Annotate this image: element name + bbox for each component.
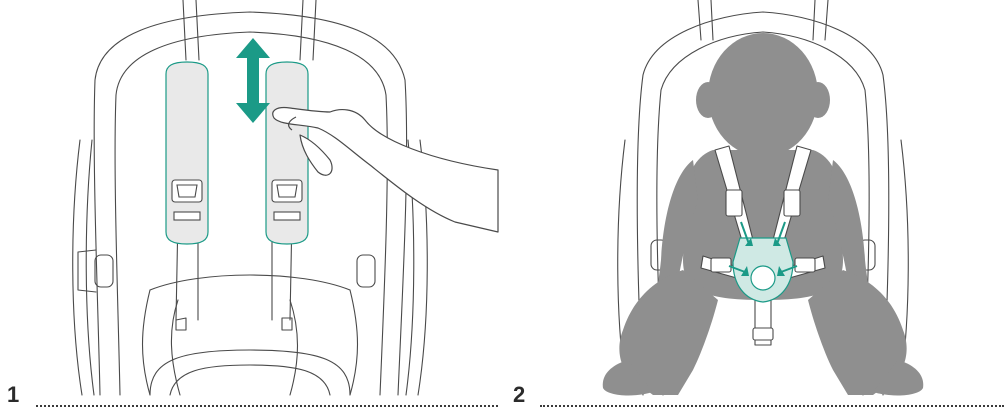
dotted-divider [36, 405, 498, 407]
stroller-seat-illustration-step-1 [0, 0, 503, 413]
step-number: 2 [513, 382, 525, 408]
step-1-panel: 1 [0, 0, 503, 413]
step-number: 1 [7, 382, 19, 408]
child-in-harness-illustration-step-2 [503, 0, 1006, 413]
step-2-panel: 2 [503, 0, 1006, 413]
double-vertical-arrow-icon [236, 38, 270, 123]
dotted-divider [540, 405, 1004, 407]
